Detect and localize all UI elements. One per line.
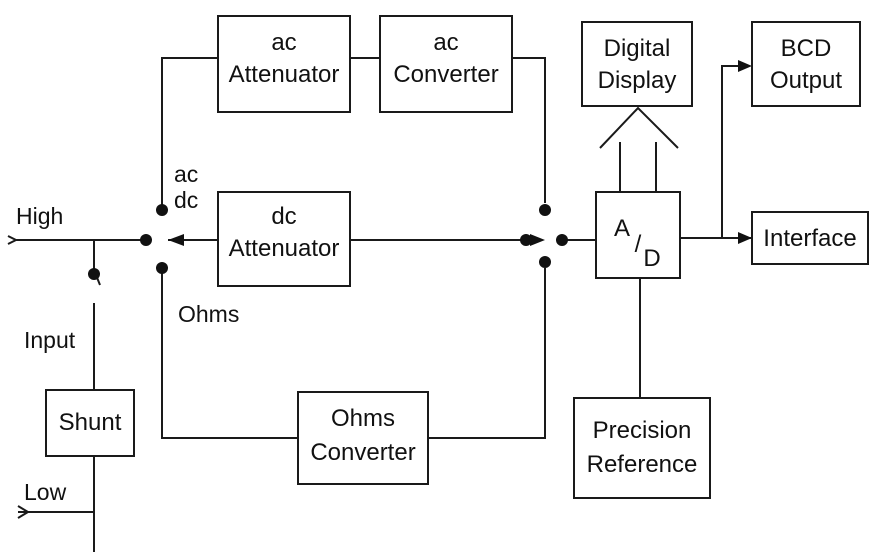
ad-label-slash: / — [635, 231, 642, 258]
bcd-output-box — [751, 21, 861, 107]
wire-switch-to-ohms-converter — [161, 268, 298, 439]
arrowheads — [7, 60, 752, 519]
ac-converter-line2: Converter — [393, 61, 498, 88]
shunt-label: Shunt — [59, 409, 122, 436]
dc-attenuator-line1: dc — [271, 203, 296, 230]
switch-contacts — [88, 204, 568, 280]
ac-converter-box — [379, 15, 513, 113]
bcd-output-line1: BCD — [781, 35, 832, 62]
ac-attenuator-line1: ac — [271, 29, 296, 56]
ad-converter-block: A / D — [595, 191, 681, 279]
ad-converter-box — [595, 191, 681, 279]
digital-display-line1: Digital — [604, 35, 671, 62]
input-switch-contact — [88, 268, 100, 280]
high-label: High — [16, 203, 63, 229]
labels: High Low Input ac dc Ohms — [16, 161, 239, 505]
ad-label-d: D — [643, 245, 660, 272]
shunt-block: Shunt — [45, 389, 135, 457]
interface-box — [751, 211, 869, 265]
ohms-contact-left — [156, 262, 168, 274]
precision-reference-line1: Precision — [593, 417, 692, 444]
precision-reference-block: Precision Reference — [573, 397, 711, 499]
dc-attenuator-box — [217, 191, 351, 287]
shunt-box — [45, 389, 135, 457]
ohms-converter-box — [297, 391, 429, 485]
interface-arrow-icon — [738, 232, 752, 244]
ac-contact-right — [539, 204, 551, 216]
switch-ac-label: ac — [174, 161, 198, 187]
ohms-converter-block: Ohms Converter — [297, 391, 429, 485]
wires — [14, 57, 752, 552]
low-input-arrow-icon — [17, 505, 30, 519]
bcd-output-arrow-icon — [738, 60, 752, 72]
ac-attenuator-line2: Attenuator — [229, 61, 340, 88]
ac-contact-left — [156, 204, 168, 216]
wire-ad-to-bcd-output — [721, 65, 748, 238]
ohms-converter-line1: Ohms — [331, 405, 395, 432]
right-switch-arrow-icon — [530, 234, 545, 246]
bcd-output-block: BCD Output — [751, 21, 861, 107]
low-label: Low — [24, 479, 67, 505]
interface-block: Interface — [751, 211, 869, 265]
left-switch-pivot — [140, 234, 152, 246]
ac-attenuator-block: ac Attenuator — [217, 15, 351, 113]
wire-ohms-converter-to-switch — [428, 268, 546, 439]
display-arrow-head — [599, 106, 679, 149]
bcd-output-line2: Output — [770, 67, 842, 94]
precision-reference-box — [573, 397, 711, 499]
digital-display-box — [581, 21, 693, 107]
ac-attenuator-box — [217, 15, 351, 113]
switch-ohms-label: Ohms — [178, 301, 239, 327]
digital-display-block: Digital Display — [581, 21, 693, 107]
interface-label: Interface — [763, 225, 856, 252]
dc-contact-right — [520, 234, 532, 246]
wire-switch-to-ac-attenuator — [161, 57, 218, 210]
left-switch-arrow-icon — [168, 234, 184, 246]
wire-ac-converter-to-switch — [512, 57, 546, 203]
precision-reference-line2: Reference — [587, 451, 698, 478]
ohms-contact-right — [539, 256, 551, 268]
input-label: Input — [24, 327, 76, 353]
dc-attenuator-line2: Attenuator — [229, 235, 340, 262]
dc-attenuator-block: dc Attenuator — [217, 191, 351, 287]
switch-dc-label: dc — [174, 187, 198, 213]
ac-converter-block: ac Converter — [379, 15, 513, 113]
digital-display-line2: Display — [598, 67, 677, 94]
high-input-arrow-icon — [7, 235, 19, 245]
ohms-converter-line2: Converter — [310, 439, 415, 466]
ad-label-a: A — [614, 215, 630, 242]
right-switch-pivot — [556, 234, 568, 246]
ac-converter-line1: ac — [433, 29, 458, 56]
